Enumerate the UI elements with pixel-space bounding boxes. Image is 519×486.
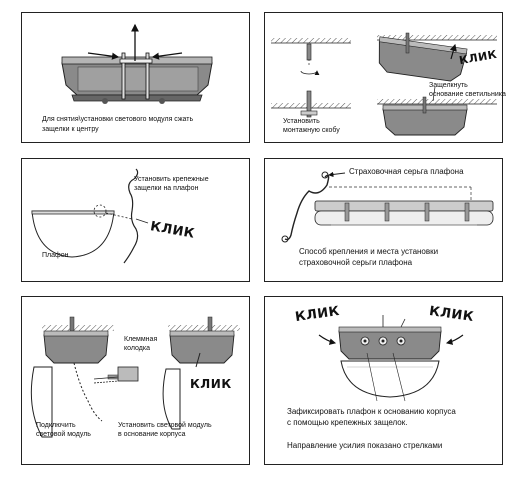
label-connect-line-2: световой модуль xyxy=(36,431,91,438)
caption-line-1: Для снятия\установки светового модуля сж… xyxy=(42,116,194,123)
panel-fix-diffuser: КЛИК КЛИК Зафиксировать плафон к основан… xyxy=(264,296,503,465)
label-install-line-1: Установить световой модуль xyxy=(118,422,212,429)
earring-illustration xyxy=(281,171,494,243)
panel-remove-light-module: Для снятия\установки светового модуля сж… xyxy=(21,12,250,143)
label-earring: Страховочная серьга плафона xyxy=(349,167,464,176)
caption-line-2: защелки к центру xyxy=(42,126,99,133)
label-install-line-2: в основание корпуса xyxy=(118,431,186,438)
label-terminal-line-2: колодка xyxy=(124,345,150,352)
mounting-illustration xyxy=(271,32,497,136)
panel-connect-light-module: Клеммная колодка Подключить световой мод… xyxy=(21,296,250,465)
diffuser-latch-illustration xyxy=(31,168,149,264)
label-diffuser: Плафон xyxy=(42,252,69,259)
caption-line-1: Способ крепления и места установки xyxy=(299,247,439,256)
label-latches-line-2: защелки на плафон xyxy=(134,185,199,192)
panel-safety-earring: Страховочная серьга плафона Способ крепл… xyxy=(264,158,503,282)
luminaire-body-illustration xyxy=(61,23,213,104)
label-connect-line-1: Подключить xyxy=(36,422,76,429)
caption-line-2: с помощью крепежных защелок. xyxy=(287,418,408,427)
caption-line-1: Зафиксировать плафон к основанию корпуса xyxy=(287,407,456,416)
label-install-line-1: Установить xyxy=(283,118,320,125)
caption-line-3: Направление усилия показано стрелками xyxy=(287,441,443,450)
label-terminal-line-1: Клеммная xyxy=(124,336,158,343)
label-latches-line-1: Установить крепежные xyxy=(134,176,209,183)
panel-install-latches: Установить крепежные защелки на плафон П… xyxy=(21,158,250,282)
caption-line-2: страховочной серьги плафона xyxy=(299,258,413,267)
panel-mounting-bracket: Установить монтажную скобу Защелкнуть ос… xyxy=(264,12,506,143)
fix-diffuser-illustration xyxy=(318,315,464,402)
klik-sound-label: КЛИК xyxy=(190,377,232,391)
label-snap-line-2: основание светильника xyxy=(429,91,506,98)
wiring-illustration xyxy=(30,316,240,438)
label-snap-line-1: Защелкнуть xyxy=(429,82,468,89)
label-install-line-2: монтажную скобу xyxy=(283,127,340,134)
